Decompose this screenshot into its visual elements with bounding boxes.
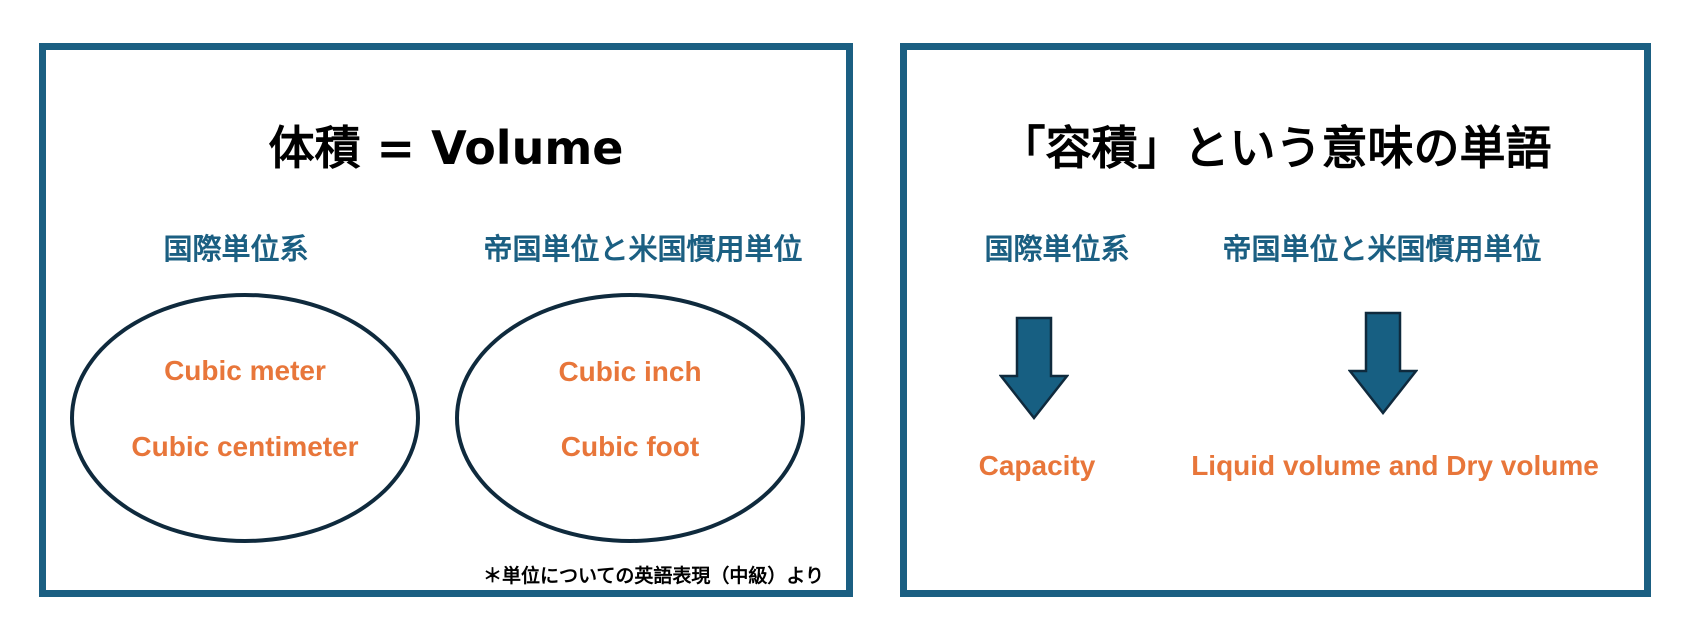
si-heading: 国際単位系: [163, 232, 309, 266]
si-heading-right: 国際単位系: [984, 232, 1130, 266]
term-liquid-dry-volume: Liquid volume and Dry volume: [1191, 450, 1599, 481]
unit-cubic-centimeter: Cubic centimeter: [131, 431, 359, 462]
capacity-panel: 「容積」という意味の単語 国際単位系 帝国単位と米国慣用単位 Capacity …: [900, 43, 1651, 597]
arrow-down-icon: [1348, 311, 1418, 415]
capacity-panel-title: 「容積」という意味の単語: [999, 121, 1552, 175]
arrow-down-icon: [999, 316, 1069, 420]
term-capacity: Capacity: [978, 450, 1096, 481]
imperial-units-ellipse: [455, 293, 805, 543]
volume-panel-title: 体積 = Volume: [268, 121, 624, 175]
footnote: ＊単位についての英語表現（中級）より: [482, 565, 824, 587]
imperial-heading-right: 帝国単位と米国慣用単位: [1222, 232, 1542, 266]
unit-cubic-meter: Cubic meter: [164, 355, 326, 386]
imperial-heading: 帝国単位と米国慣用単位: [483, 232, 803, 266]
volume-panel: 体積 = Volume 国際単位系 帝国単位と米国慣用単位 Cubic mete…: [39, 43, 853, 597]
unit-cubic-foot: Cubic foot: [560, 431, 700, 462]
unit-cubic-inch: Cubic inch: [558, 356, 702, 387]
si-units-ellipse: [70, 293, 420, 543]
